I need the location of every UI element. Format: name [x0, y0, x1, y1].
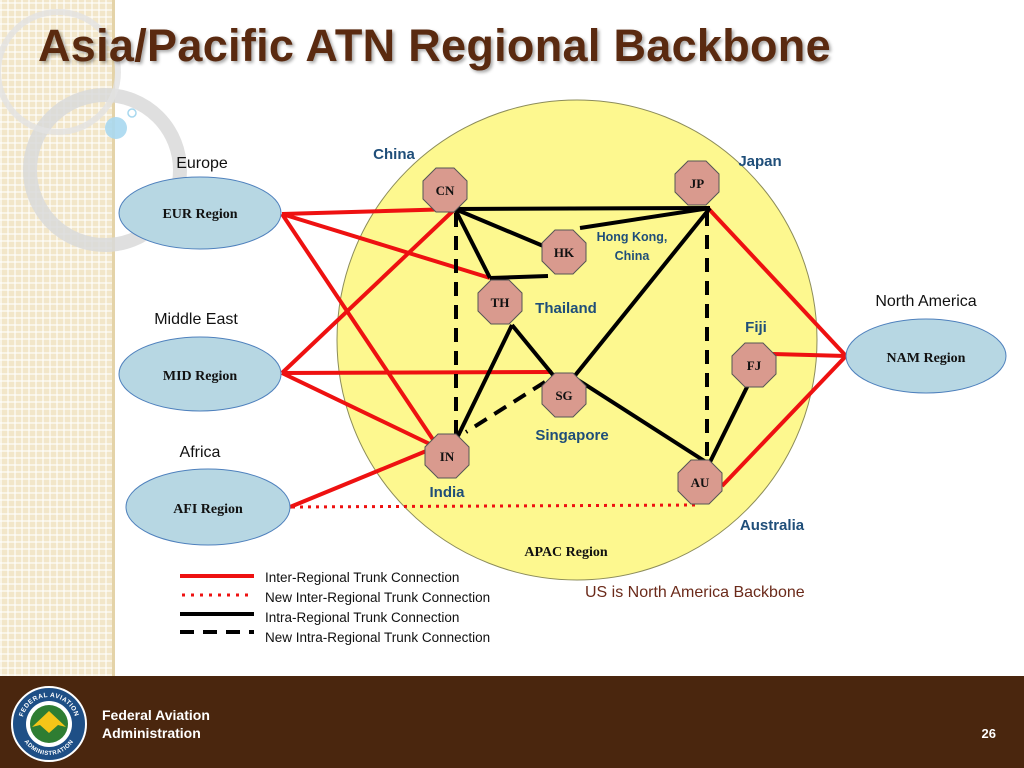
link-nam-au	[720, 354, 848, 488]
node-jp: JP Japan	[674, 153, 782, 206]
legend-inter-label: Inter-Regional Trunk Connection	[265, 570, 459, 585]
eur-region-oval	[118, 176, 282, 250]
link-afi-au-new	[291, 503, 696, 509]
footer: FEDERAL AVIATION ADMINISTRATION Federal …	[0, 676, 1024, 768]
link-hk-th	[489, 274, 549, 280]
link-sg-in-new	[464, 380, 547, 434]
node-hk: HK Hong Kong, China	[541, 229, 668, 275]
node-au-country: Australia	[740, 517, 805, 534]
link-fj-au	[708, 384, 750, 463]
organization-name-line2: Administration	[102, 725, 201, 741]
legend-new-intra-label: New Intra-Regional Trunk Connection	[265, 630, 490, 645]
node-sg-shape	[541, 372, 587, 418]
node-hk-code: HK	[554, 245, 575, 260]
node-in-shape	[424, 433, 470, 479]
mid-region-label: MID Region	[163, 369, 237, 384]
link-cn-th	[453, 208, 492, 279]
node-hk-country-line2: China	[615, 249, 651, 263]
link-mid-cn	[280, 207, 457, 375]
node-sg: SG Singapore	[535, 372, 609, 444]
deco-bubble	[105, 117, 127, 139]
node-sg-code: SG	[555, 388, 572, 403]
node-fj-shape	[731, 342, 777, 388]
eur-region-label: EUR Region	[162, 207, 237, 222]
link-mid-sg	[281, 370, 553, 375]
node-jp-code: JP	[690, 176, 705, 191]
link-cn-hk	[454, 207, 549, 250]
node-fj: FJ Fiji	[731, 319, 777, 388]
deco-ring-small	[0, 9, 121, 135]
afi-region-label: AFI Region	[173, 502, 243, 517]
link-th-in	[456, 324, 514, 437]
link-jp-sg	[571, 206, 712, 380]
deco-bubble-small	[127, 108, 137, 118]
link-afi-cn	[289, 445, 437, 509]
legend-intra-label: Intra-Regional Trunk Connection	[265, 610, 459, 625]
intra-regional-links	[451, 206, 750, 464]
link-mid-in	[281, 371, 437, 449]
node-th-country: Thailand	[535, 300, 597, 317]
node-hk-country-line1: Hong Kong,	[597, 230, 668, 244]
apac-region-label: APAC Region	[524, 545, 608, 560]
nam-region-oval	[845, 318, 1007, 394]
node-th: TH Thailand	[477, 279, 597, 325]
node-fj-country: Fiji	[745, 319, 767, 336]
nam-region-name: North America	[875, 293, 976, 310]
node-sg-country: Singapore	[535, 427, 608, 444]
node-au-shape	[677, 459, 723, 505]
node-cn-country: China	[373, 146, 415, 163]
node-jp-country: Japan	[738, 153, 781, 170]
afi-region-oval	[125, 468, 291, 546]
apac-region-circle	[336, 99, 818, 581]
sidebar-edge	[112, 0, 115, 676]
eur-region-name: Europe	[176, 155, 228, 172]
link-cn-jp	[451, 206, 711, 211]
node-cn: CN China	[373, 146, 468, 213]
eur-region: Europe EUR Region	[118, 155, 282, 250]
link-eur-cn	[281, 207, 456, 216]
network-diagram: Europe EUR Region Middle East MID Region…	[118, 99, 1007, 645]
mid-region: Middle East MID Region	[118, 311, 282, 412]
faa-seal-logo: FEDERAL AVIATION ADMINISTRATION	[11, 686, 87, 762]
node-au: AU Australia	[677, 459, 805, 534]
node-cn-shape	[422, 167, 468, 213]
link-eur-in	[280, 212, 440, 449]
link-hk-jp	[579, 206, 711, 230]
afi-region: Africa AFI Region	[125, 444, 291, 546]
link-sg-au	[576, 378, 708, 464]
afi-region-name: Africa	[180, 444, 221, 461]
decorative-circles	[0, 9, 187, 252]
legend-new-inter-label: New Inter-Regional Trunk Connection	[265, 590, 490, 605]
page-number: 26	[981, 726, 996, 741]
node-fj-code: FJ	[747, 358, 762, 373]
nam-region-label: NAM Region	[887, 351, 966, 366]
page-title: Asia/Pacific ATN Regional Backbone	[38, 20, 831, 71]
backbone-note: US is North America Backbone	[585, 584, 805, 601]
seal-wings-icon	[32, 711, 66, 733]
new-intra-regional-links	[454, 212, 709, 462]
deco-ring	[23, 88, 187, 252]
mid-region-oval	[118, 336, 282, 412]
link-nam-jp	[705, 205, 848, 358]
node-au-code: AU	[691, 475, 710, 490]
node-th-shape	[477, 279, 523, 325]
link-nam-fj	[772, 352, 847, 358]
legend: Inter-Regional Trunk Connection New Inte…	[180, 570, 490, 645]
node-in-code: IN	[440, 449, 455, 464]
node-jp-shape	[674, 160, 720, 206]
node-hk-shape	[541, 229, 587, 275]
node-th-code: TH	[491, 295, 510, 310]
link-th-sg	[510, 323, 555, 377]
node-cn-code: CN	[436, 183, 455, 198]
organization-name-line1: Federal Aviation	[102, 707, 210, 723]
node-in: IN India	[424, 433, 470, 501]
mid-region-name: Middle East	[154, 311, 238, 328]
node-in-country: India	[429, 484, 465, 501]
nam-region: North America NAM Region	[845, 293, 1007, 394]
organization-name: Federal Aviation Administration	[102, 706, 210, 742]
